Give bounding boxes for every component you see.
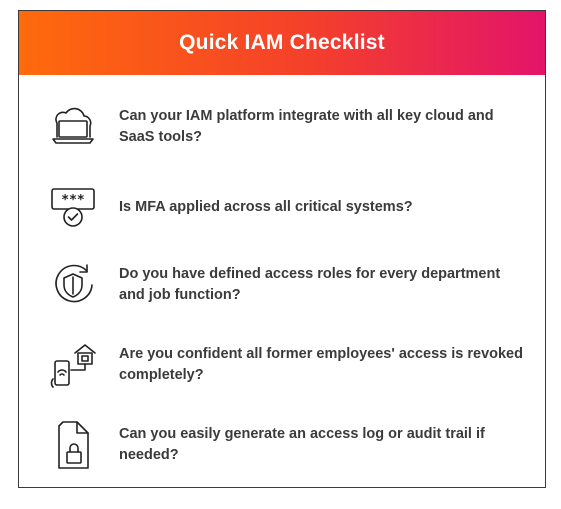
checklist-item-text: Can you easily generate an access log or…	[119, 426, 485, 463]
remote-access-icon	[47, 339, 99, 391]
checklist-item: Do you have defined access roles for eve…	[19, 253, 545, 317]
checklist-item-text: Is MFA applied across all critical syste…	[119, 198, 413, 215]
password-check-icon: ***	[47, 181, 99, 233]
checklist-item: Are you confident all former employees' …	[19, 333, 545, 397]
checklist-card: Quick IAM Checklist Can your IAM platfor…	[18, 10, 546, 488]
checklist-item-text: Do you have defined access roles for eve…	[119, 266, 501, 303]
checklist-item: Can you easily generate an access log or…	[19, 413, 545, 477]
checklist-title: Quick IAM Checklist	[179, 31, 385, 54]
cloud-laptop-icon	[47, 101, 99, 153]
checklist-header: Quick IAM Checklist	[19, 11, 545, 75]
svg-text:***: ***	[61, 193, 85, 208]
checklist-item: Can your IAM platform integrate with all…	[19, 95, 545, 159]
checklist-item-text: Can your IAM platform integrate with all…	[119, 108, 494, 145]
shield-refresh-icon	[47, 259, 99, 311]
checklist-item-text: Are you confident all former employees' …	[119, 346, 523, 383]
document-lock-icon	[47, 419, 99, 471]
checklist-item: *** Is MFA applied across all critical s…	[19, 175, 545, 239]
